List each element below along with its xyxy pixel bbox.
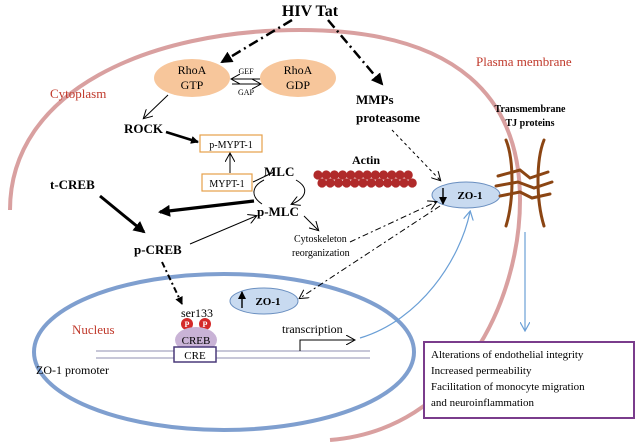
actin-bead (407, 178, 417, 188)
transcription-start-arrow (299, 340, 354, 351)
actin-bead (317, 178, 327, 188)
cre-label: CRE (184, 350, 206, 362)
zo1-membrane-node: ZO-1 (431, 181, 501, 209)
actin-bead (383, 178, 393, 188)
rock-label: ROCK (124, 121, 164, 136)
rock-to-pmypt1-arrow (165, 130, 199, 144)
mypt1-to-mlc-line (252, 171, 275, 183)
outcomes-box: Alterations of endothelial integrity Inc… (423, 341, 635, 419)
nucleus-outline (32, 272, 416, 432)
transcription-label: transcription (282, 322, 343, 336)
cytoskeleton-to-zo1-arrow (349, 202, 436, 243)
actin-bead (399, 178, 409, 188)
actin-label: Actin (352, 153, 380, 167)
cytoskeleton-line1: Cytoskeleton (294, 234, 347, 245)
rhoa-gdp-node: RhoA GDP (260, 59, 336, 97)
mmps-label-line2: proteasome (356, 110, 420, 125)
mlc-label: MLC (264, 164, 294, 179)
actin-filament (313, 170, 417, 188)
ser133-label: ser133 (181, 306, 213, 320)
pmlc-to-creb-arrow (158, 199, 255, 217)
actin-bead (403, 170, 413, 180)
gef-label: GEF (238, 67, 254, 76)
outcome-line-1: Alterations of endothelial integrity (431, 349, 584, 361)
gap-label: GAP (238, 88, 255, 97)
rhoa-gdp-line1: RhoA (284, 63, 313, 77)
cytoskeleton-line2: reorganization (292, 248, 350, 259)
transcription-to-zo1-arrow (359, 212, 470, 339)
phospho-left-label: P (185, 320, 190, 329)
phospho-right-label: P (203, 320, 208, 329)
mypt1-label: MYPT-1 (209, 179, 244, 190)
rhoa-to-rock-arrow (144, 94, 169, 118)
outcome-line-4: and neuroinflammation (431, 397, 534, 409)
actin-bead (395, 170, 405, 180)
actin-bead (379, 170, 389, 180)
actin-bead (370, 170, 380, 180)
pcreb-to-pmlc-arrow (189, 216, 256, 245)
pcreb-to-nucleus-arrow (161, 261, 183, 305)
tcreb-to-pcreb-arrow (99, 194, 146, 234)
pmlc-to-cytoskeleton-arrow (303, 215, 318, 230)
outcome-line-3: Facilitation of monocyte migration (431, 381, 585, 393)
rhoa-gtp-node: RhoA GTP (154, 59, 230, 97)
zo1-promoter-label: ZO-1 promoter (36, 363, 109, 377)
mmps-label-line1: MMPs (356, 92, 394, 107)
actin-bead (338, 170, 348, 180)
pmlc-dephosphorylation-arrow (253, 179, 265, 205)
phospho-badge-right: P (199, 318, 211, 330)
zo1-nucleus-node: ZO-1 (229, 287, 299, 315)
tj-proteins-line2: TJ proteins (506, 118, 555, 129)
tj-proteins-line1: Transmembrane (495, 104, 566, 115)
nucleus-label: Nucleus (72, 322, 115, 337)
outcome-line-2: Increased permeability (431, 365, 532, 377)
tat-to-rhoa-arrow (220, 18, 293, 64)
p-creb-label: p-CREB (134, 242, 182, 257)
actin-bead (362, 170, 372, 180)
actin-bead (387, 170, 397, 180)
actin-bead (366, 178, 376, 188)
p-mypt1-box: p-MYPT-1 (199, 134, 263, 153)
mypt1-box: MYPT-1 (201, 173, 253, 192)
zo1-nucleus-label: ZO-1 (255, 296, 280, 308)
actin-bead (354, 170, 364, 180)
p-mypt1-label: p-MYPT-1 (209, 140, 253, 151)
actin-bead (358, 178, 368, 188)
actin-bead (391, 178, 401, 188)
hiv-tat-label: HIV Tat (282, 3, 339, 20)
actin-bead (350, 178, 360, 188)
cytoplasm-label: Cytoplasm (50, 86, 106, 101)
tat-to-mmps-arrow (327, 19, 384, 86)
cre-box: CRE (173, 346, 217, 363)
actin-bead (321, 170, 331, 180)
actin-bead (313, 170, 323, 180)
actin-bead (329, 170, 339, 180)
actin-bead (374, 178, 384, 188)
rhoa-gtp-line2: GTP (181, 78, 204, 92)
phospho-badge-left: P (181, 318, 193, 330)
rhoa-gtp-line1: RhoA (178, 63, 207, 77)
mlc-phosphorylation-arrow (292, 179, 306, 204)
actin-bead (342, 178, 352, 188)
actin-bead (325, 178, 335, 188)
tight-junction-graphic (494, 138, 554, 228)
p-mlc-label: p-MLC (257, 204, 299, 219)
zo1-membrane-label: ZO-1 (457, 190, 482, 202)
actin-bead (333, 178, 343, 188)
creb-label: CREB (182, 335, 211, 347)
t-creb-label: t-CREB (50, 177, 95, 192)
actin-bead (346, 170, 356, 180)
rhoa-gdp-line2: GDP (286, 78, 310, 92)
plasma-membrane-label: Plasma membrane (476, 54, 572, 69)
